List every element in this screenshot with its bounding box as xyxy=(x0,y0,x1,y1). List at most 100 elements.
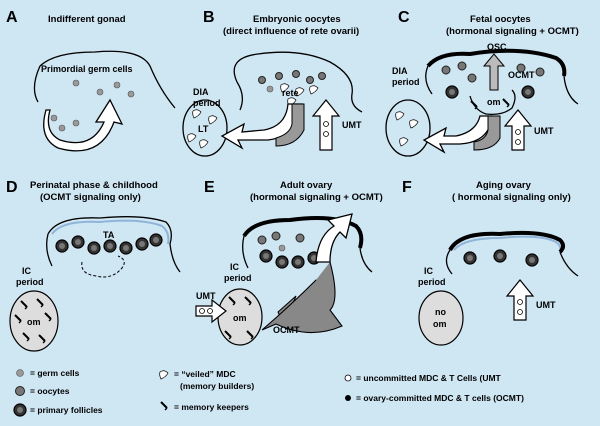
panel-b-rete-label: rete xyxy=(282,88,299,98)
panel-f-surface-inner xyxy=(453,235,562,253)
panel-c-oocytes xyxy=(441,61,545,99)
panel-d-letter: D xyxy=(6,179,18,196)
panel-a-pgc-label: Primordial germ cells xyxy=(41,64,133,74)
panel-e-ocmt-label: OCMT xyxy=(273,325,300,335)
panel-c-subtitle: (hormonal signaling + OCMT) xyxy=(446,26,579,37)
panel-e-umt-arrow xyxy=(195,298,227,324)
legend: = germ cells = oocytes = primary follicl… xyxy=(13,368,524,417)
panel-c-surface xyxy=(426,48,567,77)
panel-b-umt-arrow xyxy=(311,99,341,151)
panel-a-title: Indifferent gonad xyxy=(48,14,126,25)
legend-uncommitted-symbol xyxy=(344,374,352,382)
legend-oocytes: = oocytes xyxy=(30,386,70,396)
panel-b-title: Embryonic oocytes xyxy=(253,14,341,25)
panel-c-title: Fetal oocytes xyxy=(470,14,531,25)
panel-b-letter: B xyxy=(203,9,215,26)
legend-germ-cells: = germ cells xyxy=(30,368,80,378)
panel-a-migration-arrow xyxy=(43,98,124,152)
panel-e-subtitle: (hormonal signaling + OCMT) xyxy=(250,192,383,203)
germ-cell-dots xyxy=(50,79,135,132)
panel-b-lymph-tissue xyxy=(182,99,228,157)
legend-veiled-mdc-symbol xyxy=(159,370,169,380)
panel-b-subtitle: (direct influence of rete ovarii) xyxy=(223,26,359,37)
panel-e-ic-line2: period xyxy=(224,273,252,283)
panel-f-no-om-line1: no xyxy=(435,307,446,317)
panel-d-ic-body xyxy=(9,290,59,352)
panel-b-gonad-outline xyxy=(233,51,363,113)
panel-d-gonad-outline xyxy=(46,233,181,273)
legend-oocyte-symbol xyxy=(15,386,25,396)
panel-f-surface xyxy=(448,230,565,254)
legend-memory-keepers: = memory keepers xyxy=(174,402,249,412)
panel-c-gonad-outline xyxy=(425,65,579,105)
panel-c-dia-line2: period xyxy=(392,77,420,87)
panel-e-oocytes xyxy=(257,231,321,269)
panel-c-letter: C xyxy=(398,9,410,26)
panel-c-umt-label: UMT xyxy=(534,126,554,136)
panel-e: E Adult ovary (hormonal signaling + OCMT… xyxy=(195,179,383,346)
panel-d-ic-line1: IC xyxy=(22,266,32,276)
panel-f-umt-arrow xyxy=(505,279,535,321)
panel-a-gonad-outline xyxy=(33,50,176,109)
panel-d-dashed-om xyxy=(81,255,125,278)
panel-d-ic-line2: period xyxy=(16,277,44,287)
panel-f-umt-label: UMT xyxy=(536,300,556,310)
panel-f-ic-line1: IC xyxy=(424,266,434,276)
panel-f-ic-line2: period xyxy=(418,277,446,287)
panel-b: B Embryonic oocytes (direct influence of… xyxy=(182,9,363,157)
panel-b-dia-line1: DIA xyxy=(193,87,209,97)
panel-e-ic-line1: IC xyxy=(230,262,240,272)
legend-memory-keeper-symbol xyxy=(160,401,168,411)
panel-c-umt-arrow xyxy=(503,109,533,151)
panel-a: A Indifferent gonad Primordial germ cell… xyxy=(6,9,176,152)
panel-d-title: Perinatal phase & childhood xyxy=(30,180,158,191)
panel-e-surface xyxy=(242,216,364,249)
panel-b-gray-arrow xyxy=(275,103,305,147)
panel-c-gray-arrow xyxy=(473,115,501,151)
panel-e-umt-label: UMT xyxy=(196,291,216,301)
panel-d-surface-inner xyxy=(51,219,170,245)
panel-e-gray-curve xyxy=(261,261,343,334)
legend-committed-symbol xyxy=(345,395,351,401)
panel-f: F Aging ovary ( hormonal signaling only)… xyxy=(402,179,579,346)
panel-e-om-label: om xyxy=(233,313,247,323)
panel-e-title: Adult ovary xyxy=(280,180,333,191)
panel-c-osc-label: OSC xyxy=(487,42,507,52)
panel-c-osc-arrow xyxy=(482,53,506,91)
panel-f-title: Aging ovary xyxy=(476,180,532,191)
panel-c: C Fetal oocytes (hormonal signaling + OC… xyxy=(385,9,579,157)
legend-uncommitted: = uncommitted MDC & T Cells (UMT xyxy=(356,373,502,383)
panel-c-dia-line1: DIA xyxy=(392,66,408,76)
panel-b-oocytes xyxy=(258,70,326,93)
legend-veiled-mdc-line2: (memory builders) xyxy=(180,381,254,391)
panel-f-letter: F xyxy=(402,179,412,196)
panel-d-subtitle: (OCMT signaling only) xyxy=(40,192,141,203)
panel-f-follicles xyxy=(463,249,539,267)
panel-a-letter: A xyxy=(6,9,18,26)
panel-d-surface xyxy=(47,216,172,245)
panel-f-gonad-outline xyxy=(445,249,579,277)
panel-c-ocmt-label: OCMT xyxy=(508,70,535,80)
legend-veiled-mdc-line1: = “veiled” MDC xyxy=(174,369,236,379)
panel-e-gonad-outline xyxy=(242,235,373,273)
legend-committed: = ovary-committed MDC & T cells (OCMT) xyxy=(356,393,524,403)
panel-b-umt-label: UMT xyxy=(342,120,362,130)
panel-c-om-label: om xyxy=(487,97,501,107)
panel-d-om-label: om xyxy=(27,317,41,327)
panel-c-lymph-tissue xyxy=(385,99,431,157)
panel-c-emigration-arrow xyxy=(422,115,493,154)
panel-f-subtitle: ( hormonal signaling only) xyxy=(452,192,571,203)
panel-e-white-arrow xyxy=(315,213,353,263)
panel-b-dia-line2: period xyxy=(193,98,221,108)
legend-primary-follicles: = primary follicles xyxy=(30,405,103,415)
panel-d: D Perinatal phase & childhood (OCMT sign… xyxy=(6,179,181,352)
legend-germ-cell-symbol xyxy=(16,369,24,377)
panel-c-lt-cells xyxy=(395,111,419,147)
panel-b-lt-label: LT xyxy=(198,124,209,134)
panel-d-ta-label: TA xyxy=(103,230,115,240)
legend-follicle-symbol xyxy=(13,403,27,417)
panel-e-letter: E xyxy=(204,179,215,196)
panel-f-no-om-line2: om xyxy=(433,319,447,329)
panel-f-ic-body xyxy=(418,290,464,346)
